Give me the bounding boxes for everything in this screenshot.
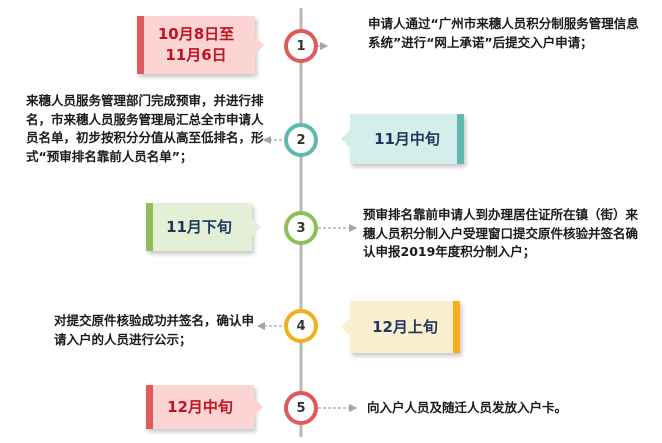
- date-tag-pointer: [254, 398, 263, 416]
- step-5-date-text: 12月中旬: [167, 397, 233, 416]
- step-4-description: 对提交原件核验成功并签名，确认申请入户的人员进行公示；: [54, 313, 255, 347]
- date-tag-accent-bar: [457, 114, 464, 164]
- step-2-number: 2: [289, 128, 313, 152]
- step-4-date-tag: 12月上旬: [341, 301, 460, 353]
- step-1-number: 1: [289, 34, 313, 58]
- step-5-number: 5: [289, 396, 313, 420]
- step-4-date-text: 12月上旬: [372, 317, 438, 336]
- step-3-date-text: 11月下旬: [166, 217, 232, 236]
- date-tag-pointer: [255, 36, 264, 54]
- step-1-date-tag: 10月8日至 11月6日: [137, 16, 264, 74]
- step-2-description: 来穗人员服务管理部门完成预审，并进行排名，市来穗人员服务管理局汇总全市申请人员名…: [26, 93, 264, 164]
- step-1-date-text: 10月8日至 11月6日: [157, 25, 235, 64]
- step-3-number: 3: [289, 216, 313, 240]
- date-tag-pointer: [341, 130, 350, 148]
- step-5-date-tag: 12月中旬: [146, 385, 263, 429]
- step-4-number: 4: [289, 314, 313, 338]
- date-tag-accent-bar: [453, 301, 460, 353]
- step-2-date-tag: 11月中旬: [341, 114, 464, 164]
- step-2-date-text: 11月中旬: [374, 129, 440, 148]
- date-tag-pointer: [252, 218, 261, 236]
- date-tag-accent-bar: [146, 385, 153, 429]
- step-5-description: 向入户人员及随迁人员发放入户卡。: [367, 400, 568, 415]
- date-tag-accent-bar: [146, 203, 153, 251]
- step-1-description: 申请人通过“广州市来穗人员积分制服务管理信息系统”进行“网上承诺”后提交入户申请…: [368, 16, 639, 50]
- step-3-date-tag: 11月下旬: [146, 203, 261, 251]
- date-tag-pointer: [341, 318, 350, 336]
- step-3-description: 预审排名靠前申请人到办理居住证所在镇（街）来穗人员积分制入户受理窗口提交原件核验…: [363, 207, 639, 259]
- date-tag-accent-bar: [137, 16, 144, 74]
